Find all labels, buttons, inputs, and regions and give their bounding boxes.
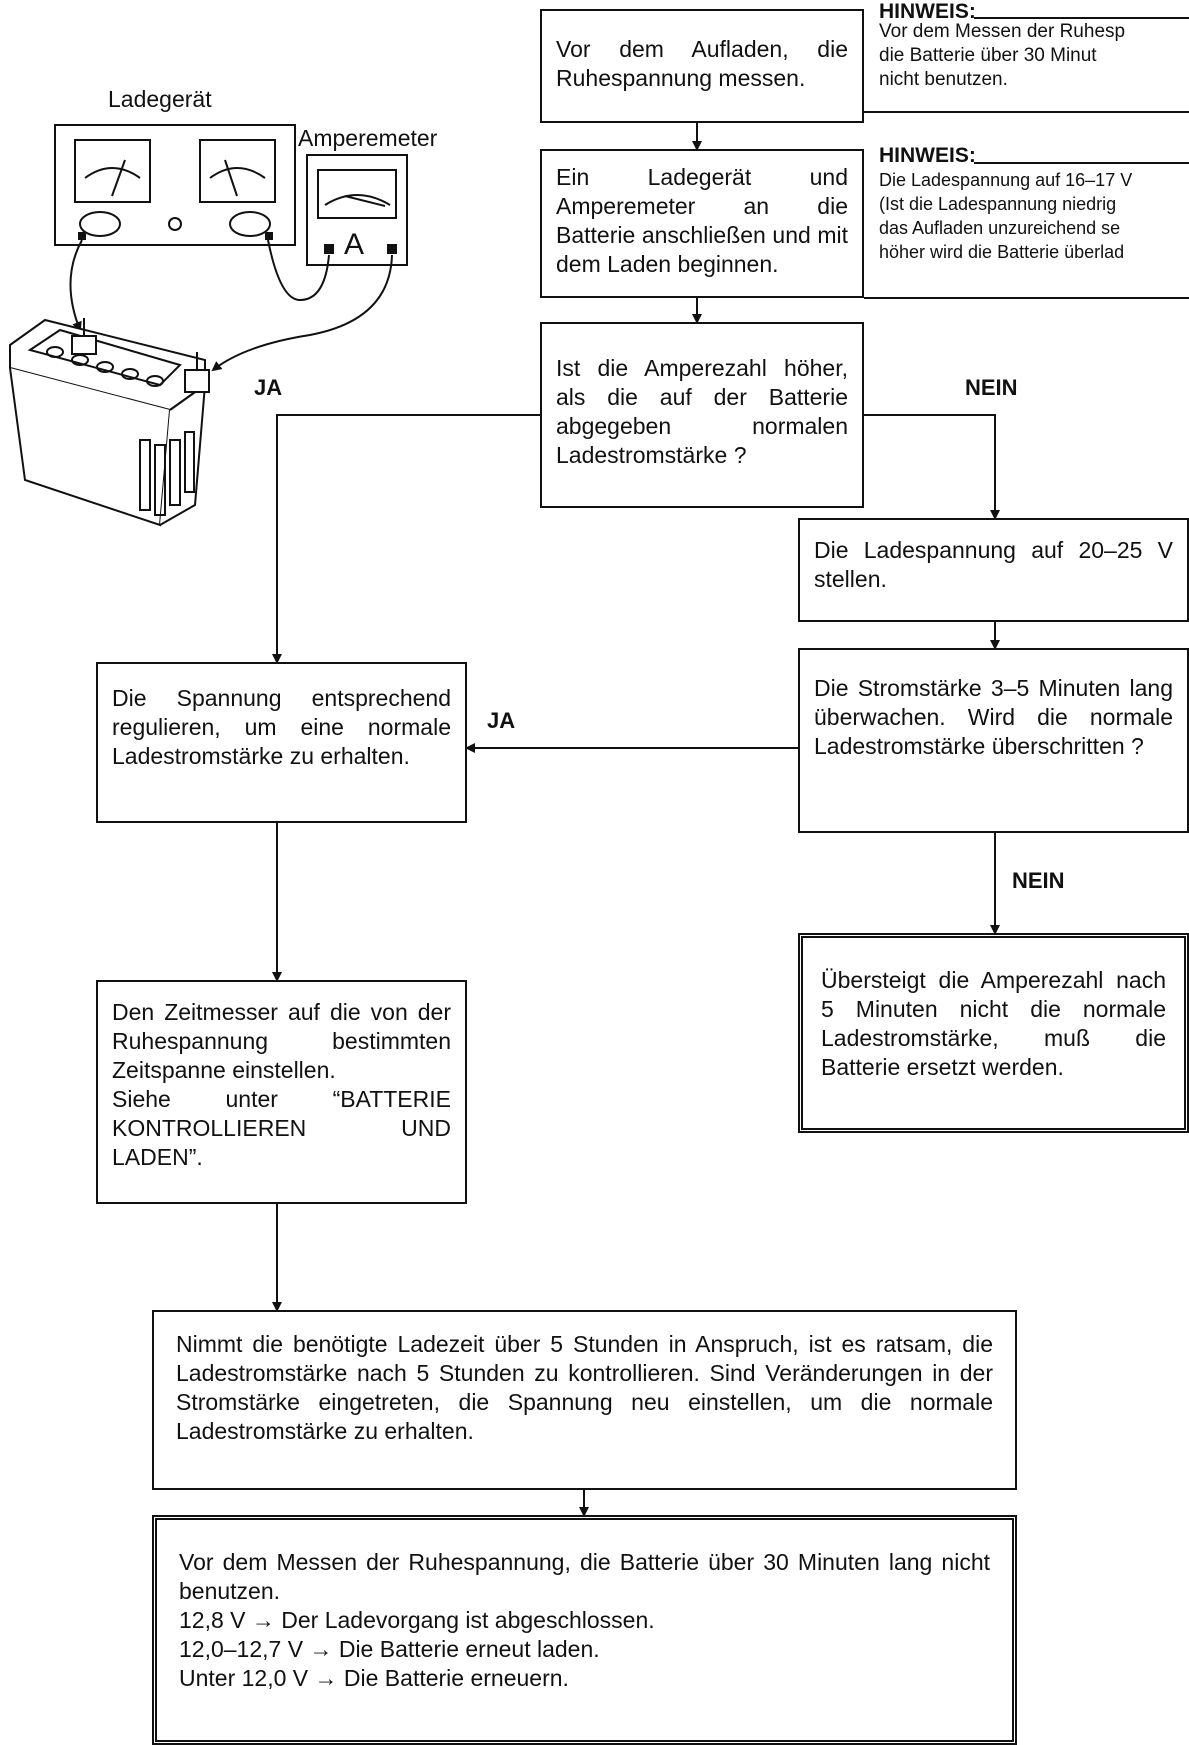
arrow-yes-to-regulate	[272, 414, 540, 664]
note-1-text: Vor dem Messen der Ruhesp die Batterie ü…	[879, 21, 1126, 90]
label-yes-1: JA	[254, 375, 283, 400]
note-2-text: Die Ladespannung auf 16–17 V (Ist die La…	[879, 170, 1133, 262]
label-no-2: NEIN	[1012, 868, 1065, 893]
cable-lines	[69, 239, 393, 372]
ammeter-illustration	[306, 154, 408, 266]
ammeter-symbol: A	[344, 228, 365, 261]
step-connect-box: Ein Ladegerät und Amperemeter an die Bat…	[540, 149, 864, 298]
question-amps-box: Ist die Amperezahl höher, als die auf de…	[540, 322, 864, 508]
step-regulate-box: Die Spannung entsprechend regulieren, um…	[96, 662, 467, 823]
battery-illustration	[9, 318, 210, 527]
question-monitor-box: Die Stromstärke 3–5 Minuten lang überwac…	[798, 648, 1189, 833]
step-timer-box: Den Zeitmesser auf die von der Ruhespann…	[96, 980, 467, 1204]
label-no-1: NEIN	[965, 375, 1018, 400]
note-2-title: HINWEIS:	[879, 144, 976, 167]
result-replace-box: Übersteigt die Amperezahl nach 5 Minuten…	[798, 933, 1189, 1133]
note-1-title: HINWEIS:	[879, 0, 976, 23]
final-result-box: Vor dem Messen der Ruhespannung, die Bat…	[152, 1515, 1017, 1745]
arrow-no-to-setvoltage	[863, 414, 1000, 520]
step-set-voltage-box: Die Ladespannung auf 20–25 V stellen.	[798, 518, 1189, 622]
step-check-box: Nimmt die benötigte Ladezeit über 5 Stun…	[152, 1310, 1017, 1490]
charger-label: Ladegerät	[108, 86, 212, 112]
label-yes-2: JA	[487, 708, 516, 733]
charger-illustration	[54, 124, 296, 246]
step-measure-box: Vor dem Aufladen, die Ruhespannung messe…	[540, 9, 864, 123]
ammeter-label: Amperemeter	[298, 125, 438, 151]
